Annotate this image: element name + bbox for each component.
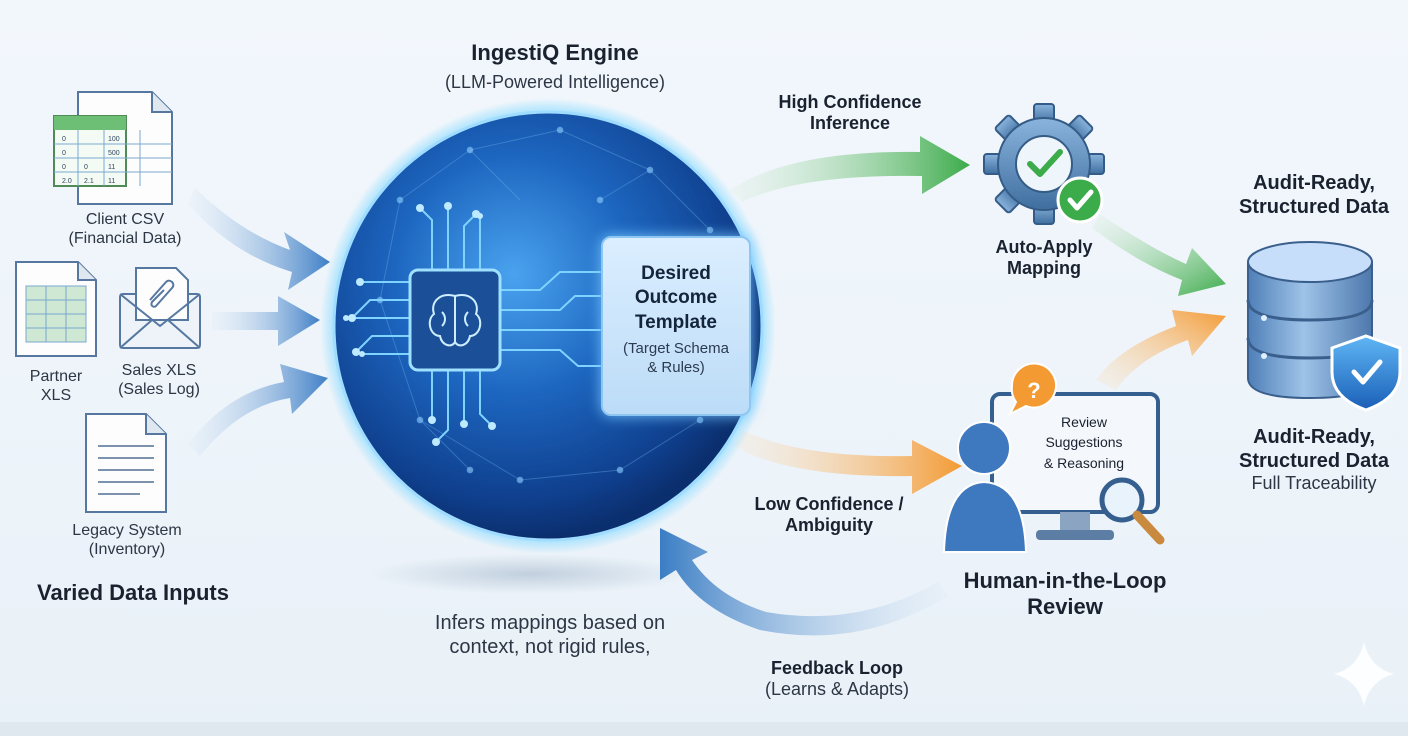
output-top-label: Audit-Ready, Structured Data [1214,172,1408,219]
sheet-value-1: 0 [62,136,66,143]
auto-apply-label: Auto-Apply Mapping [972,237,1116,279]
feedback-line2: (Learns & Adapts) [764,679,910,700]
low-confidence-arrow [734,430,962,494]
sales-xls-label-line1: Sales XLS [121,362,197,379]
output-bottom-line2: Structured Data [1238,449,1390,472]
sheet-value-2: 100 [108,136,120,143]
sheet-value-10: 11 [108,178,115,185]
client-csv-file-icon: 0 100 0 500 0 0 11 2.0 2.1 11 [53,91,173,205]
template-line2: Outcome [634,287,718,309]
review-line2: Suggestions [1045,434,1123,451]
brain-icon [428,294,482,347]
low-confidence-label: Low Confidence / Ambiguity [724,494,934,536]
auto-apply-line2: Mapping [1007,258,1081,279]
auto-apply-gear-icon [983,103,1105,225]
paperclip-icon [149,279,175,308]
review-suggestions-text: Review Suggestions & Reasoning [1028,412,1140,473]
low-confidence-line1: Low Confidence / [754,494,904,514]
engine-subtitle: (LLM-Powered Intelligence) [444,72,666,92]
sales-xls-envelope-icon [119,267,201,349]
high-confidence-line1: High Confidence [778,92,922,112]
sheet-value-7: 11 [108,164,115,171]
sparkle-icon [1334,642,1394,706]
low-confidence-line2: Ambiguity [785,515,873,536]
arrow-from-xls [212,296,320,346]
sphere-shadow [370,554,690,594]
question-bubble-icon: ? [1007,362,1057,417]
high-confidence-line2: Inference [809,113,891,134]
auto-apply-line1: Auto-Apply [995,237,1093,257]
output-bottom-label: Audit-Ready, Structured Data Full Tracea… [1214,426,1408,494]
legacy-system-label: Legacy System (Inventory) [44,522,210,560]
arrow-from-csv [188,188,330,290]
sheet-value-3: 0 [62,150,66,157]
sales-xls-label-line2: (Sales Log) [118,380,200,398]
partner-xls-spreadsheet-icon [15,261,97,357]
infers-line1: Infers mappings based on [434,612,666,634]
sheet-value-5: 0 [62,164,66,171]
engine-sphere [320,98,776,554]
client-csv-label: Client CSV (Financial Data) [40,211,210,249]
partner-xls-label: Partner XLS [4,368,108,406]
feedback-line1: Feedback Loop [770,658,904,678]
check-icon [1027,149,1063,177]
bottom-edge [0,722,1408,736]
feedback-loop-arrow [660,528,948,636]
high-confidence-arrow [730,136,970,202]
outcome-template-card: Desired Outcome Template (Target Schema … [601,236,751,416]
sheet-value-9: 2.1 [84,178,94,185]
sheet-value-8: 2.0 [62,178,72,185]
template-line4: (Target Schema [623,339,729,357]
shield-check-icon [1330,334,1402,412]
sheet-value-6: 0 [84,164,88,171]
template-line5: & Rules) [647,359,705,377]
engine-title: IngestiQ Engine [471,40,639,65]
review-line3: & Reasoning [1043,454,1125,471]
legacy-system-label-line1: Legacy System [72,522,182,539]
inputs-heading: Varied Data Inputs [37,580,229,605]
hitl-label: Human-in-the-Loop Review [934,568,1196,620]
magnifier-icon [1099,477,1165,545]
review-to-database-arrow [1096,310,1226,390]
template-line1: Desired [641,263,711,284]
client-csv-label-line2: (Financial Data) [68,229,182,247]
partner-xls-label-line1: Partner [29,368,83,385]
question-mark: ? [1027,378,1040,403]
review-line1: Review [1061,414,1107,430]
input-arrows [188,188,330,456]
legacy-system-label-line2: (Inventory) [88,540,166,558]
output-bottom-line3: Full Traceability [1251,473,1377,494]
legacy-system-document-icon [85,413,167,513]
sheet-value-4: 500 [108,150,120,157]
hitl-line2: Review [1027,593,1103,619]
reviewer-person-icon [942,421,1028,553]
output-top-line2: Structured Data [1238,195,1390,218]
feedback-loop-label: Feedback Loop (Learns & Adapts) [728,658,946,700]
template-line3: Template [634,311,717,333]
high-confidence-label: High Confidence Inference [748,92,952,134]
infers-line2: context, not rigid rules, [449,635,651,658]
sales-xls-label: Sales XLS (Sales Log) [94,362,224,400]
infers-caption: Infers mappings based on context, not ri… [400,612,700,659]
arrow-from-legacy [188,364,328,456]
partner-xls-label-line2: XLS [40,386,72,404]
output-bottom-line1: Audit-Ready, [1253,426,1375,448]
auto-apply-to-database-arrow [1092,214,1226,296]
client-csv-label-line1: Client CSV [85,211,165,228]
check-badge-icon [1067,189,1094,211]
output-top-line1: Audit-Ready, [1253,172,1375,194]
hitl-line1: Human-in-the-Loop [963,568,1167,593]
